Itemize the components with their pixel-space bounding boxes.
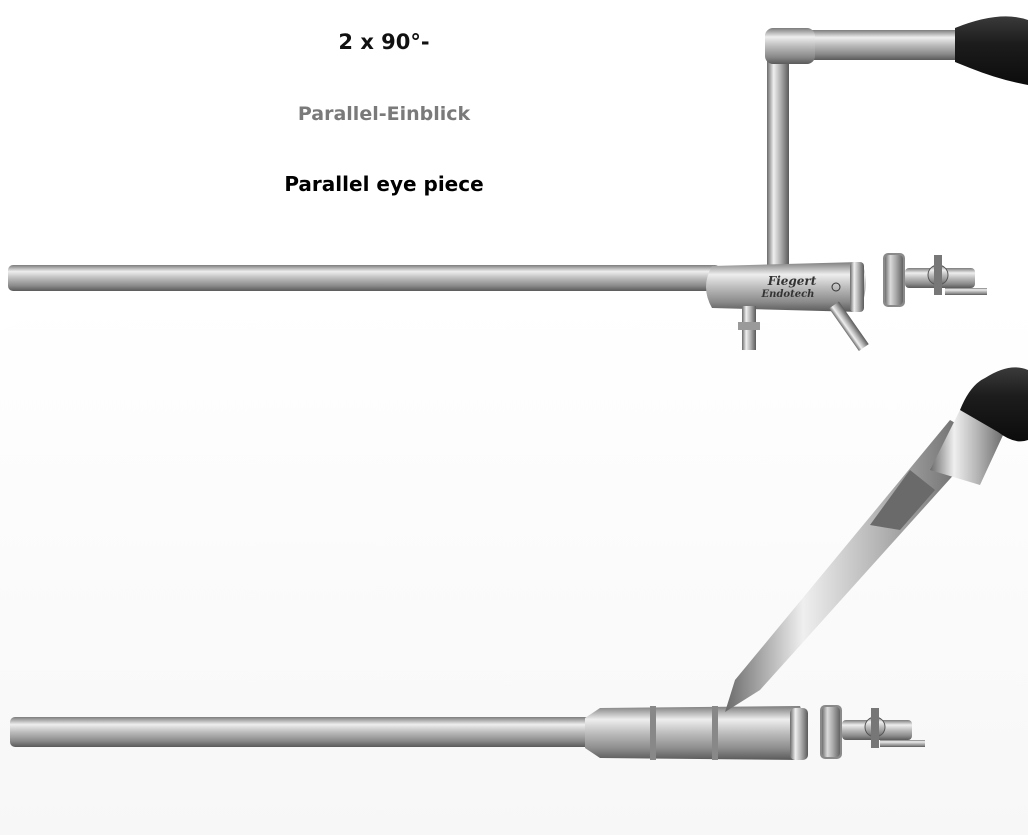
brand-line-1: Fiegert (767, 274, 817, 288)
scope-housing-lower (585, 706, 806, 760)
eyepiece-arm (765, 30, 980, 60)
rubber-eyecup-lower (960, 367, 1028, 442)
light-port-ring (738, 322, 760, 330)
tube-collar (870, 470, 935, 530)
stopcock-valve-top (883, 253, 987, 307)
angled-port (829, 301, 869, 352)
housing-end-ring (850, 262, 864, 312)
arm-block (765, 28, 815, 64)
angle-caption: 2 x 90°- (338, 30, 430, 54)
scope-shaft-lower (10, 717, 600, 747)
german-caption: Parallel-Einblick (297, 103, 471, 125)
housing-end-ring-lower (790, 708, 808, 760)
scope-housing (706, 262, 866, 312)
brand-line-2: Endotech (761, 289, 815, 300)
english-caption: Parallel eye piece (284, 172, 484, 196)
valve-handle-lower (871, 708, 879, 748)
parallel-eyepiece-scope: Fiegert Endotech (8, 16, 1028, 352)
scope-shaft (8, 265, 720, 291)
angled-eyepiece-scope (10, 367, 1028, 760)
stopcock-valve-bottom (820, 705, 925, 759)
ce-mark-icon (831, 282, 841, 292)
vertical-riser (767, 55, 789, 270)
brand-engraving: Fiegert Endotech (761, 274, 817, 300)
rubber-eyecup (955, 16, 1028, 85)
valve-handle (934, 255, 942, 295)
lower-photo-background (0, 300, 1028, 835)
